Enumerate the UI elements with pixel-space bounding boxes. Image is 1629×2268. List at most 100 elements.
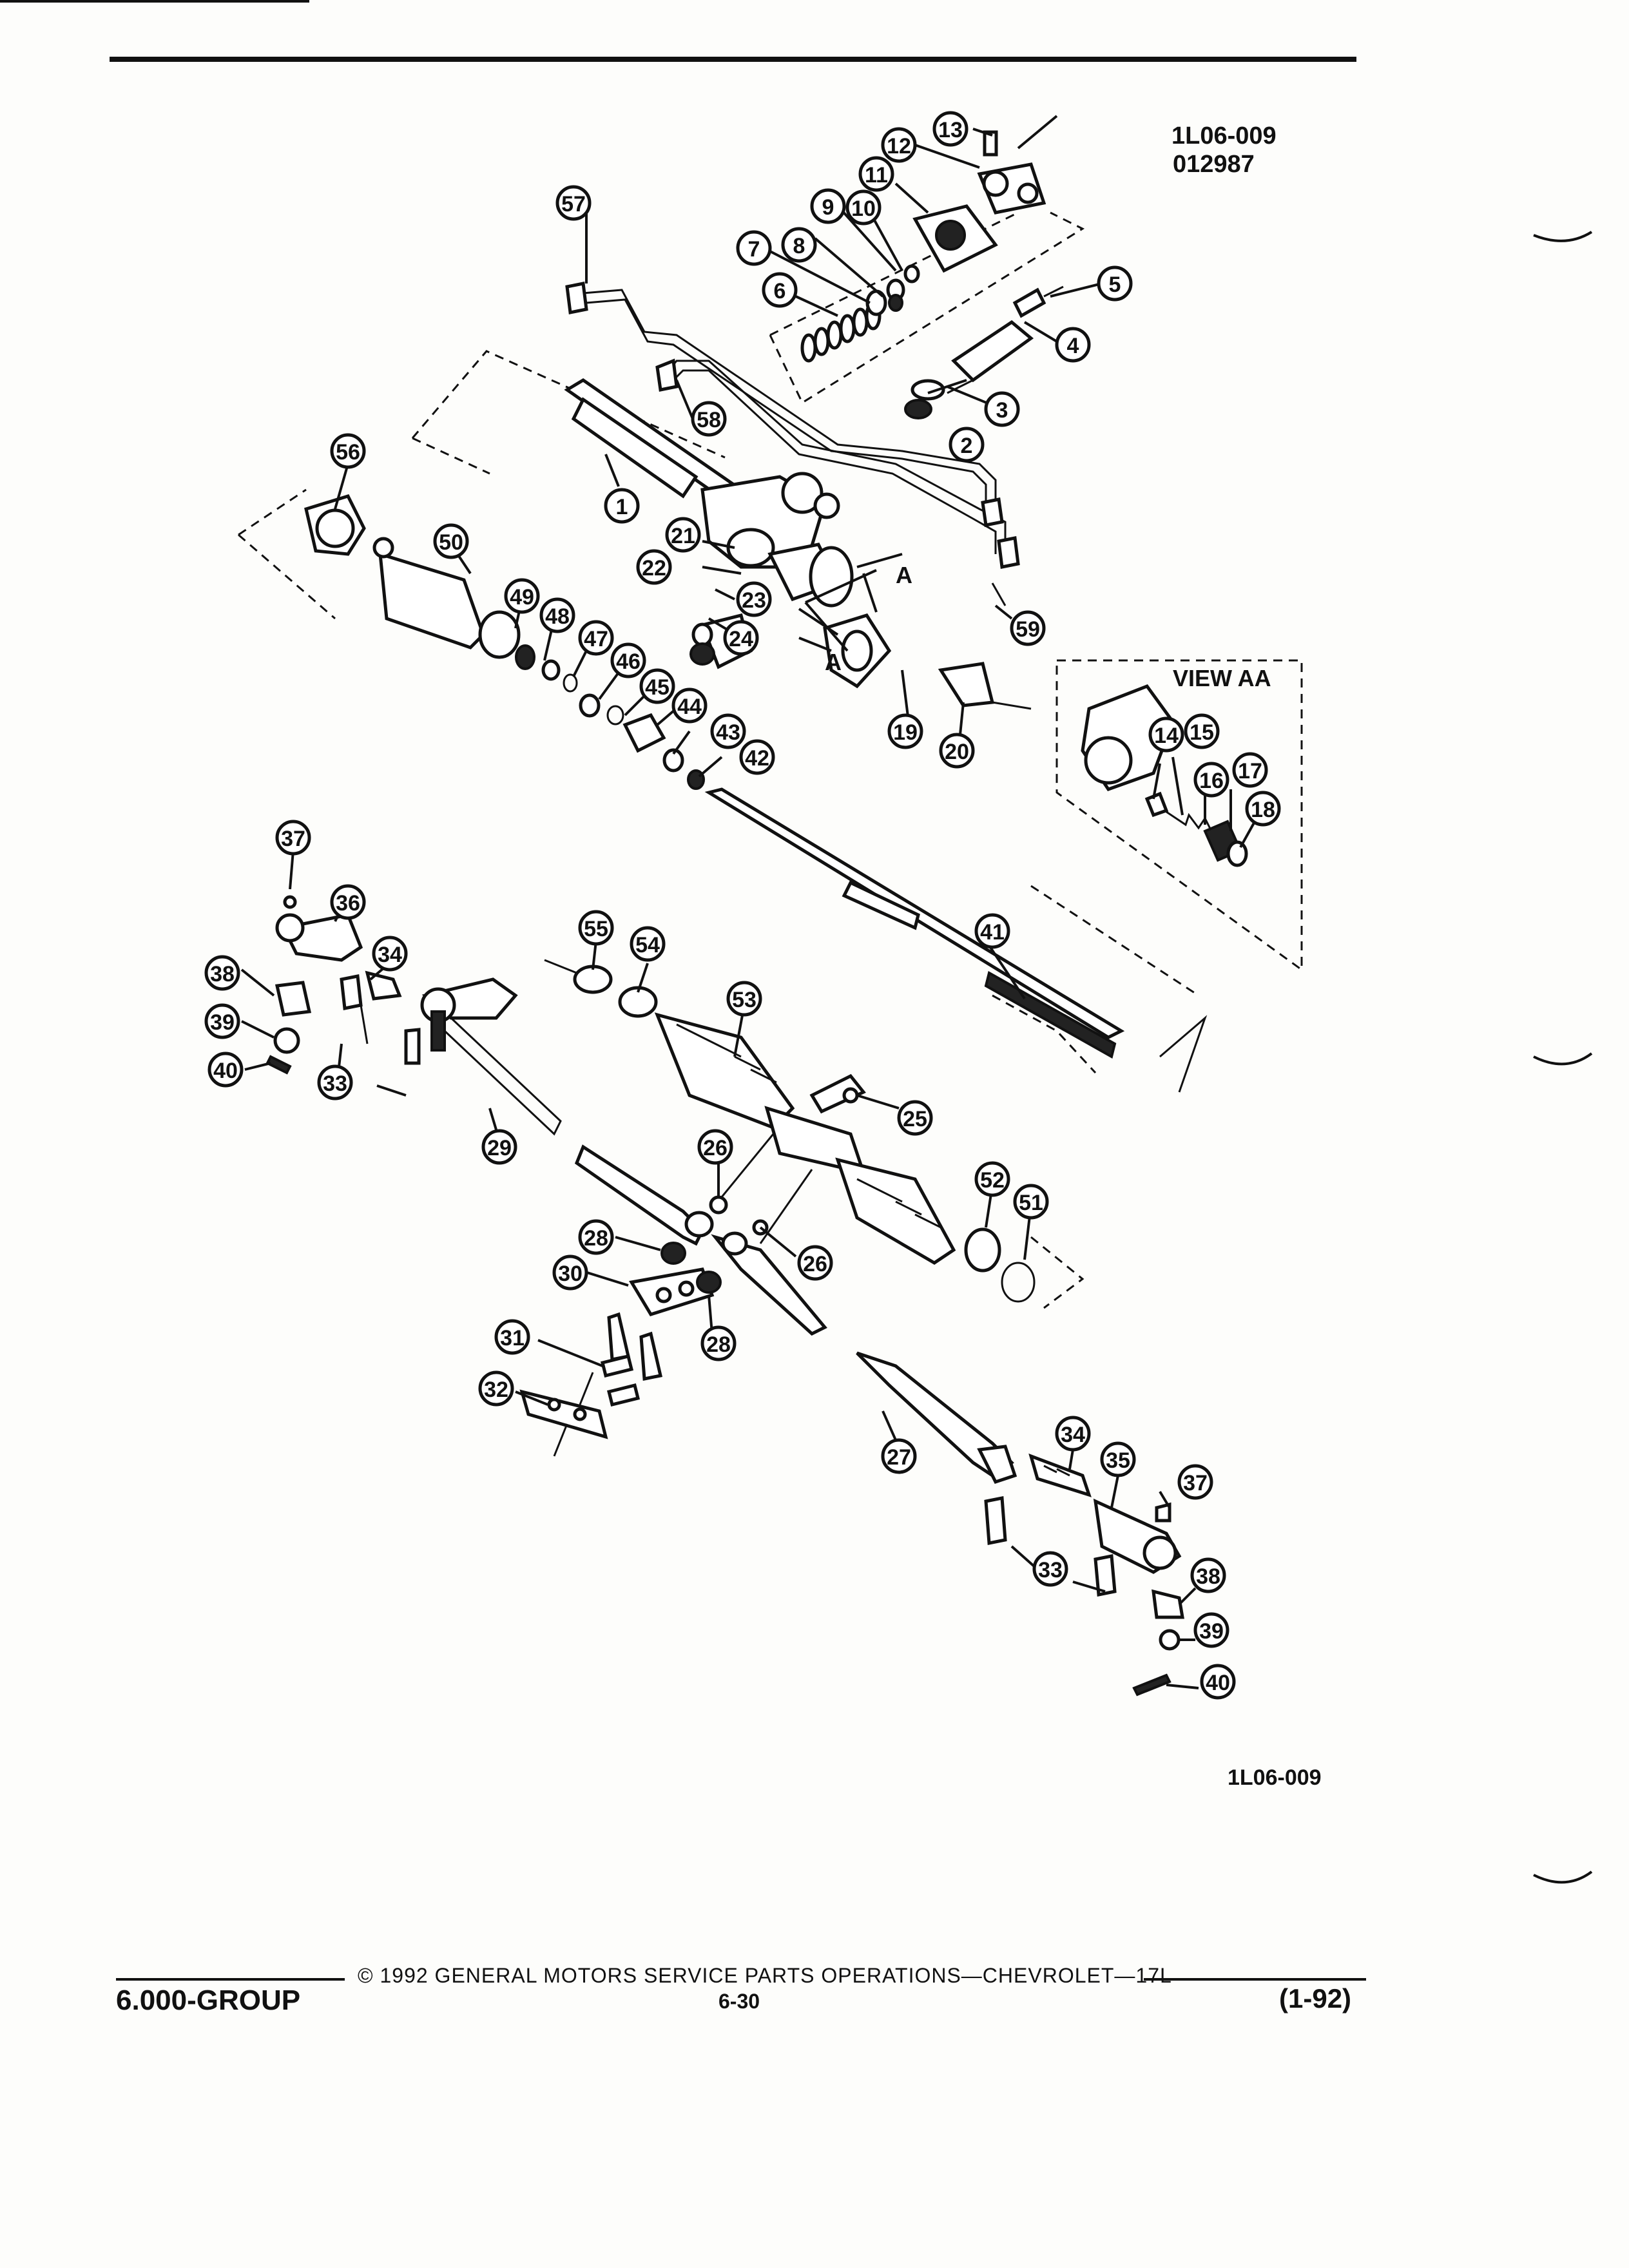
svg-text:15: 15 bbox=[1190, 720, 1214, 745]
svg-text:39: 39 bbox=[210, 1010, 235, 1035]
callout-28b: 28 bbox=[700, 1325, 737, 1361]
callout-37b: 37 bbox=[1177, 1464, 1213, 1500]
footer-page-number: 6-30 bbox=[718, 1990, 760, 2013]
svg-text:45: 45 bbox=[645, 675, 670, 700]
callout-37a: 37 bbox=[275, 820, 311, 856]
callout-48: 48 bbox=[539, 597, 575, 633]
svg-text:55: 55 bbox=[584, 917, 608, 941]
callout-58: 58 bbox=[691, 401, 727, 437]
boot-assembly bbox=[544, 959, 1084, 1309]
callout-41: 41 bbox=[974, 913, 1010, 949]
callout-34b: 34 bbox=[1055, 1416, 1091, 1452]
svg-text:32: 32 bbox=[484, 1378, 508, 1402]
view-aa-inset: VIEW AA bbox=[1055, 659, 1303, 972]
leader-lines bbox=[240, 128, 1258, 1689]
callout-49: 49 bbox=[504, 578, 540, 614]
callout-26b: 26 bbox=[797, 1245, 833, 1281]
svg-text:39: 39 bbox=[1199, 1619, 1224, 1644]
callout-9: 9 bbox=[810, 188, 846, 224]
callout-38a: 38 bbox=[204, 955, 240, 991]
svg-text:12: 12 bbox=[887, 134, 911, 159]
callout-26a: 26 bbox=[697, 1129, 733, 1165]
callout-39b: 39 bbox=[1193, 1612, 1229, 1648]
callout-35: 35 bbox=[1100, 1441, 1136, 1477]
callout-38b: 38 bbox=[1190, 1557, 1226, 1593]
callout-33a: 33 bbox=[317, 1064, 353, 1100]
binding-mark-2 bbox=[1533, 1052, 1593, 1066]
svg-text:19: 19 bbox=[893, 720, 918, 745]
bottom-diagram-code: 1L06-009 bbox=[1228, 1765, 1322, 1790]
svg-text:40: 40 bbox=[213, 1059, 238, 1083]
callout-1: 1 bbox=[604, 488, 640, 524]
svg-text:17: 17 bbox=[1238, 759, 1262, 783]
svg-text:25: 25 bbox=[903, 1107, 927, 1131]
callout-16: 16 bbox=[1193, 762, 1229, 798]
svg-text:57: 57 bbox=[561, 192, 586, 216]
svg-text:58: 58 bbox=[697, 408, 721, 432]
callout-4: 4 bbox=[1055, 327, 1091, 363]
svg-text:33: 33 bbox=[1038, 1558, 1063, 1582]
svg-text:24: 24 bbox=[729, 627, 753, 651]
svg-text:51: 51 bbox=[1019, 1191, 1043, 1215]
callout-18: 18 bbox=[1245, 791, 1281, 827]
spring-coil bbox=[800, 301, 882, 363]
svg-text:20: 20 bbox=[945, 740, 969, 764]
pinion-valve-parts bbox=[769, 115, 1085, 419]
callout-8: 8 bbox=[781, 227, 817, 263]
view-aa-label: VIEW AA bbox=[1173, 665, 1271, 691]
callout-50: 50 bbox=[433, 523, 469, 559]
callout-36: 36 bbox=[330, 884, 366, 920]
footer-group: 6.000-GROUP bbox=[116, 1984, 301, 2016]
svg-text:54: 54 bbox=[635, 933, 660, 957]
svg-text:34: 34 bbox=[378, 943, 402, 967]
svg-text:41: 41 bbox=[980, 920, 1005, 945]
left-tie-rod-end bbox=[265, 895, 562, 1136]
callout-55: 55 bbox=[578, 910, 614, 946]
svg-text:43: 43 bbox=[716, 720, 740, 745]
callout-bubbles: 1 2 3 4 5 6 7 8 9 10 11 12 13 14 15 16 1… bbox=[204, 111, 1281, 1700]
callout-10: 10 bbox=[845, 189, 882, 226]
svg-text:7: 7 bbox=[748, 237, 760, 262]
callout-21: 21 bbox=[665, 517, 701, 553]
svg-text:48: 48 bbox=[545, 604, 570, 629]
svg-text:29: 29 bbox=[487, 1136, 512, 1160]
callout-30: 30 bbox=[552, 1254, 588, 1291]
callout-40b: 40 bbox=[1200, 1664, 1236, 1700]
callout-23: 23 bbox=[736, 581, 772, 617]
callout-11: 11 bbox=[858, 156, 894, 192]
svg-text:47: 47 bbox=[584, 627, 608, 651]
top-left-rule bbox=[0, 0, 309, 3]
footer-copyright: © 1992 GENERAL MOTORS SERVICE PARTS OPER… bbox=[358, 1964, 1172, 1987]
callout-25: 25 bbox=[897, 1100, 933, 1136]
svg-text:46: 46 bbox=[616, 649, 641, 674]
rack-bar bbox=[704, 787, 1208, 1093]
callout-20: 20 bbox=[939, 733, 975, 769]
svg-text:59: 59 bbox=[1016, 617, 1040, 642]
callout-56: 56 bbox=[330, 433, 366, 469]
callout-6: 6 bbox=[762, 272, 798, 308]
callout-19: 19 bbox=[887, 713, 923, 749]
callout-31: 31 bbox=[494, 1319, 530, 1355]
svg-text:3: 3 bbox=[996, 398, 1008, 423]
svg-text:22: 22 bbox=[642, 556, 666, 581]
callout-47: 47 bbox=[578, 620, 614, 656]
svg-text:49: 49 bbox=[510, 585, 534, 610]
hydraulic-lines bbox=[565, 282, 1020, 606]
svg-text:42: 42 bbox=[745, 746, 769, 771]
callout-44: 44 bbox=[671, 687, 708, 724]
section-arrow-label-upper: A bbox=[896, 562, 912, 588]
callout-51: 51 bbox=[1013, 1184, 1049, 1220]
svg-text:37: 37 bbox=[1183, 1471, 1208, 1495]
callout-27: 27 bbox=[881, 1438, 917, 1474]
svg-text:40: 40 bbox=[1206, 1671, 1230, 1695]
callout-7: 7 bbox=[736, 230, 772, 266]
svg-text:33: 33 bbox=[323, 1072, 347, 1096]
inner-tie-rods bbox=[519, 1144, 827, 1457]
svg-text:5: 5 bbox=[1109, 273, 1121, 297]
callout-40a: 40 bbox=[207, 1052, 244, 1088]
callout-32: 32 bbox=[478, 1370, 514, 1407]
svg-text:38: 38 bbox=[1196, 1564, 1220, 1589]
svg-text:18: 18 bbox=[1251, 798, 1275, 822]
svg-text:52: 52 bbox=[980, 1168, 1005, 1193]
